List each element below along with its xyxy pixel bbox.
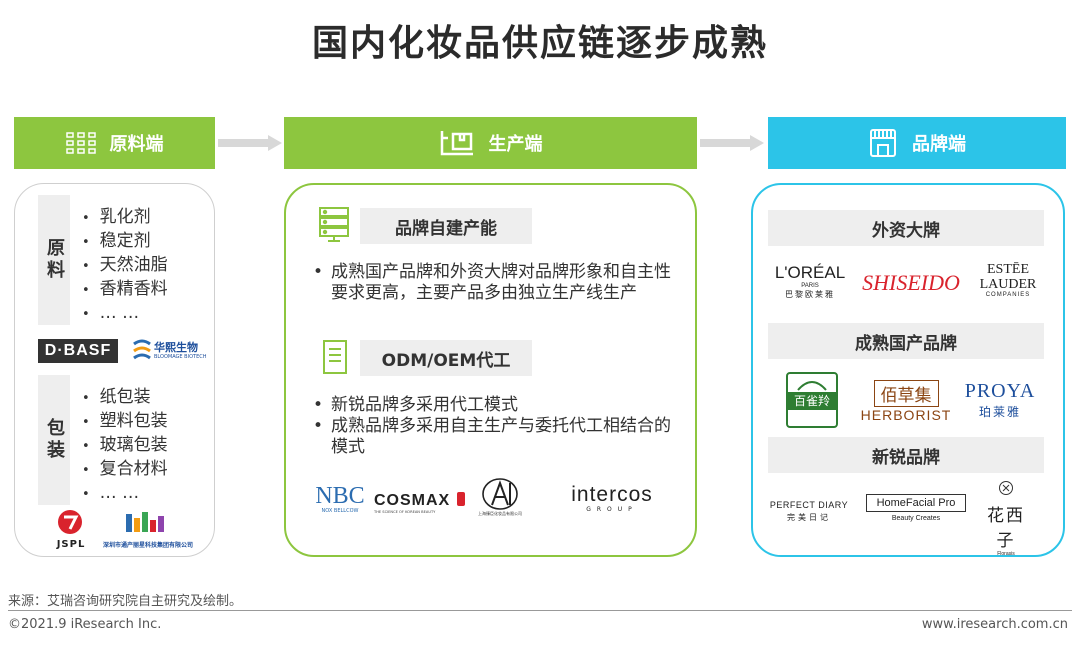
foreign-brands-title: 外资大牌 — [768, 210, 1044, 246]
herborist-logo: 佰草集 HERBORIST — [858, 380, 954, 423]
bloomage-sub: BLOOMAGE BIOTECH — [154, 354, 207, 360]
header-production-label: 生产端 — [488, 134, 543, 155]
list-item: 稳定剂 — [82, 230, 168, 254]
section-self-built-body: 成熟国产品牌和外资大牌对品牌形象和自主性要求更高，主要产品多由独立生产线生产 — [331, 262, 671, 303]
loreal-sub: PARIS — [801, 283, 819, 289]
grid-icon — [65, 132, 96, 154]
pechoin-text: 百雀羚 — [788, 392, 836, 410]
ah-mark-icon — [482, 478, 518, 510]
factory-box-icon — [439, 128, 475, 158]
list-item: … … — [82, 302, 168, 326]
perfect-diary-cn: 完美日记 — [787, 513, 831, 522]
list-item: 纸包装 — [82, 386, 168, 410]
tongchan-logo: 深圳市通产丽星科技集团有限公司 — [96, 510, 200, 552]
perfect-diary-text: PERFECT DIARY — [769, 500, 849, 510]
raw-column — [14, 183, 215, 557]
arrow-right-icon — [218, 135, 282, 151]
homefacial-sub: Beauty Creates — [891, 515, 941, 522]
homefacial-logo: HomeFacial Pro Beauty Creates — [866, 494, 966, 522]
proya-text: PROYA — [964, 380, 1036, 402]
jspl-text: JSPL — [56, 539, 86, 550]
cosmax-sub: THE SCIENCE OF KOREAN BEAUTY — [374, 510, 436, 514]
header-brand: 品牌端 — [768, 117, 1066, 169]
intercos-logo: intercos GROUP — [556, 484, 668, 518]
header-production: 生产端 — [284, 117, 697, 169]
list-item: 塑料包装 — [82, 410, 168, 434]
florasis-sub: Florasis — [997, 551, 1015, 557]
nbc-sub: NOX BELLCOW — [321, 508, 359, 514]
pechoin-logo: 百雀羚 — [786, 372, 838, 428]
estee-text-1: ESTĒE — [987, 262, 1029, 277]
website-link[interactable]: www.iresearch.com.cn — [921, 617, 1068, 632]
domestic-brands-title: 成熟国产品牌 — [768, 323, 1044, 359]
florasis-logo: 花西子 Florasis — [980, 480, 1032, 557]
brand-column — [751, 183, 1065, 557]
ah-sub: 上海臻臣化妆品有限公司 — [478, 511, 522, 516]
cosmax-mark-icon — [457, 492, 466, 506]
estee-lauder-logo: ESTĒE LAUDER COMPANIES — [970, 262, 1046, 298]
production-column — [284, 183, 697, 557]
list-item: 香精香料 — [82, 278, 168, 302]
section-self-built-title: 品牌自建产能 — [360, 208, 532, 244]
shiseido-logo: SHISEIDO — [856, 270, 966, 296]
page-title: 国内化妆品供应链逐步成熟 — [311, 23, 768, 64]
basf-logo: D·BASF — [38, 339, 118, 363]
source-note: 来源：艾瑞咨询研究院自主研究及绘制。 — [8, 594, 243, 609]
tongchan-text: 深圳市通产丽星科技集团有限公司 — [102, 542, 193, 549]
copyright: ©2021.9 iResearch Inc. — [8, 617, 162, 632]
section-odm-item-2: •成熟品牌多采用自主生产与委托代工相结合的模式 — [313, 416, 671, 457]
intercos-sub: GROUP — [586, 506, 638, 513]
proya-logo: PROYA 珀莱雅 — [960, 380, 1040, 420]
estee-text-2: LAUDER — [979, 277, 1037, 292]
bloomage-mark-icon — [133, 339, 151, 360]
herborist-cn: 佰草集 — [873, 380, 939, 407]
list-item: 乳化剂 — [82, 206, 168, 230]
list-item: 复合材料 — [82, 458, 168, 482]
category-raw-materials: 原料 — [38, 195, 70, 325]
jspl-mark-icon — [58, 510, 82, 534]
florasis-text: 花西子 — [987, 506, 1025, 550]
section-odm-item-1: •新锐品牌多采用代工模式 — [313, 395, 673, 416]
leaf-icon — [797, 381, 827, 391]
section-odm-item-1-text: 新锐品牌多采用代工模式 — [331, 395, 518, 415]
jspl-logo: JSPL — [52, 508, 92, 552]
intercos-text: intercos — [571, 483, 653, 506]
estee-text-3: COMPANIES — [985, 292, 1031, 298]
section-odm-item-2-text: 成熟品牌多采用自主生产与委托代工相结合的模式 — [331, 416, 671, 457]
herborist-text: HERBORIST — [860, 407, 952, 423]
loreal-logo: L'ORÉAL PARIS 巴黎欧莱雅 — [768, 263, 852, 300]
packaging-list: 纸包装 塑料包装 玻璃包装 复合材料 … … — [82, 386, 168, 506]
shiseido-text: SHISEIDO — [862, 270, 960, 295]
nbc-logo: NBC NOX BELLCOW — [314, 484, 366, 520]
list-item: 玻璃包装 — [82, 434, 168, 458]
florasis-mark-icon — [999, 481, 1013, 495]
section-self-built-text: •成熟国产品牌和外资大牌对品牌形象和自主性要求更高，主要产品多由独立生产线生产 — [313, 262, 671, 303]
list-item: 天然油脂 — [82, 254, 168, 278]
footer-divider — [8, 610, 1072, 611]
ah-logo: 上海臻臣化妆品有限公司 — [478, 477, 548, 521]
server-icon — [318, 206, 350, 246]
nbc-text: NBC — [315, 483, 365, 509]
cosmax-logo: COSMAX THE SCIENCE OF KOREAN BEAUTY — [374, 490, 470, 516]
category-packaging: 包装 — [38, 375, 70, 505]
perfect-diary-logo: PERFECT DIARY 完美日记 — [766, 500, 852, 523]
bloomage-logo: 华熙生物 BLOOMAGE BIOTECH — [132, 336, 207, 366]
tongchan-mark-icon — [126, 512, 164, 532]
raw-materials-list: 乳化剂 稳定剂 天然油脂 香精香料 … … — [82, 206, 168, 326]
homefacial-text: HomeFacial Pro — [866, 494, 966, 512]
loreal-cn: 巴黎欧莱雅 — [785, 290, 835, 299]
cosmax-text: COSMAX — [374, 492, 451, 509]
emerging-brands-title: 新锐品牌 — [768, 437, 1044, 473]
section-odm-title: ODM/OEM代工 — [360, 340, 532, 376]
bloomage-name: 华熙生物 — [154, 341, 198, 354]
header-raw-label: 原料端 — [109, 134, 164, 155]
store-icon — [868, 128, 898, 158]
header-raw: 原料端 — [14, 117, 215, 169]
list-item: … … — [82, 482, 168, 506]
proya-cn: 珀莱雅 — [978, 405, 1021, 419]
loreal-text: L'ORÉAL — [774, 263, 846, 282]
arrow-right-icon — [700, 135, 764, 151]
document-icon — [322, 339, 348, 379]
header-brand-label: 品牌端 — [912, 134, 966, 155]
